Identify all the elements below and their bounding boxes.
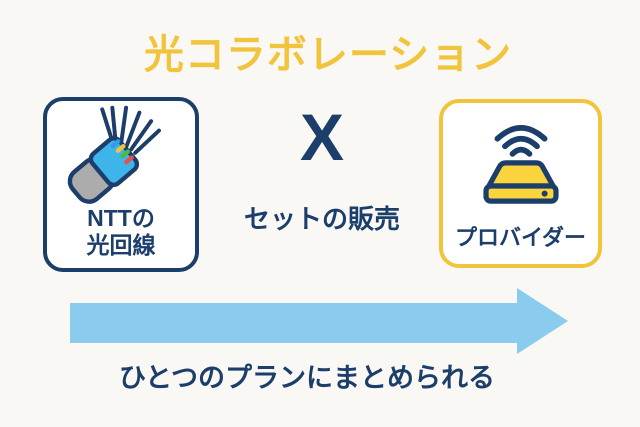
fiber-optic-cable-icon [63, 105, 179, 216]
set-sales-caption: セットの販売 [243, 204, 400, 234]
provider-card: プロバイダー [439, 99, 602, 268]
flow-arrow-caption: ひとつのプランにまとめられる [118, 363, 496, 393]
ntt-line-label: NTTの 光回線 [47, 205, 195, 260]
ntt-line-label-line2: 光回線 [86, 232, 156, 259]
page-title: 光コラボレーション [143, 33, 513, 77]
ntt-line-label-line1: NTTの [87, 204, 155, 231]
flow-arrow-head [517, 288, 568, 354]
provider-label: プロバイダー [454, 224, 587, 250]
ntt-line-card: NTTの 光回線 [43, 97, 199, 272]
multiply-symbol: X [299, 100, 345, 174]
flow-arrow-shaft [70, 303, 517, 343]
wifi-router-icon [469, 113, 573, 208]
